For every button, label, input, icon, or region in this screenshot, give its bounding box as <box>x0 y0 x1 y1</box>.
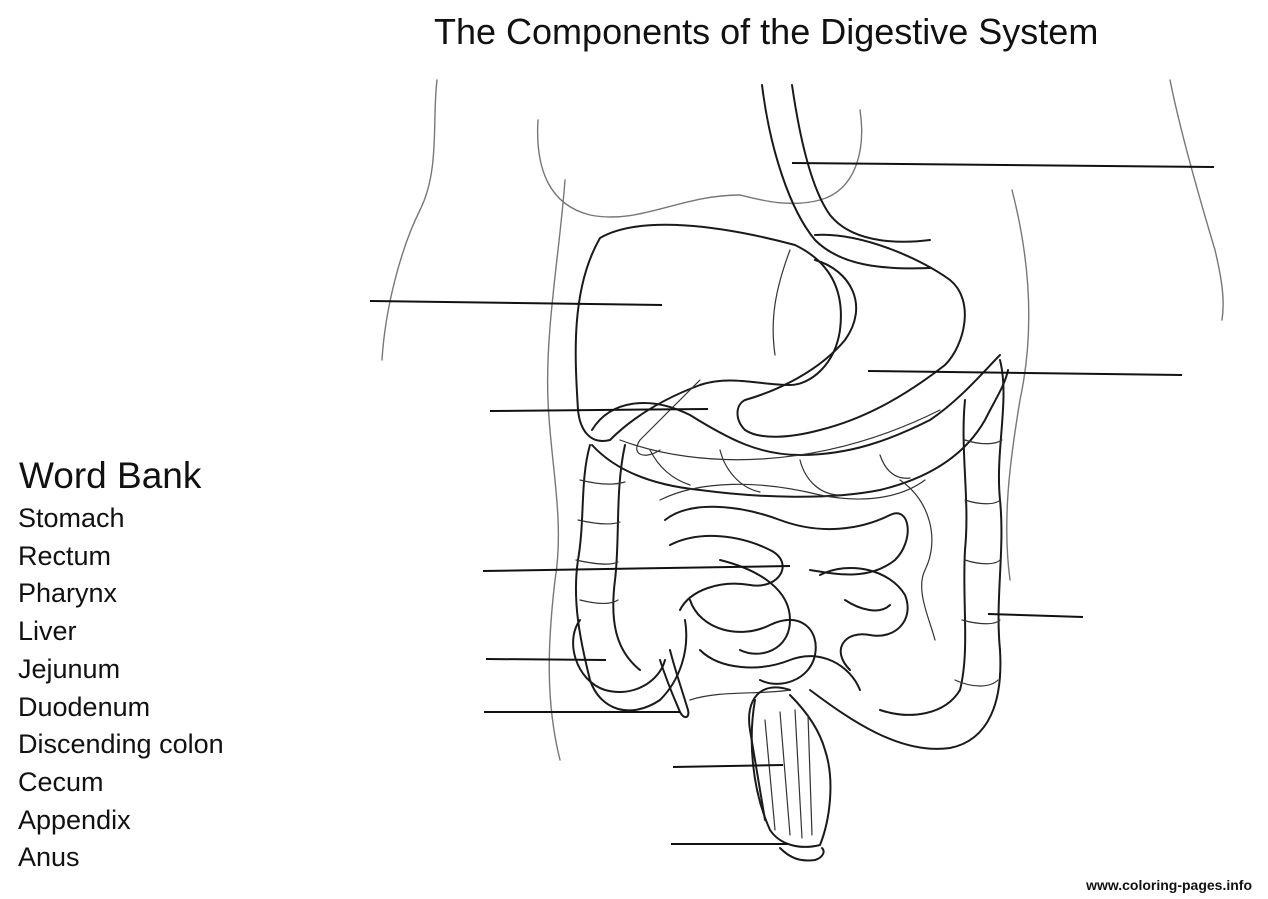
torso-outline <box>381 79 1224 761</box>
cecum-shape <box>572 619 666 693</box>
leader-line-descending-colon <box>987 613 1084 618</box>
leader-line-esophagus <box>791 162 1215 168</box>
word-bank: Word Bank Stomach Rectum Pharynx Liver J… <box>18 452 338 877</box>
word-bank-item: Cecum <box>18 766 104 797</box>
descending-colon <box>809 359 1005 750</box>
word-bank-heading: Word Bank <box>19 455 202 496</box>
diagram-title: The Components of the Digestive System <box>434 11 1099 52</box>
word-bank-item: Appendix <box>18 804 131 835</box>
leader-line-rectum <box>672 764 784 768</box>
ascending-colon <box>574 444 688 712</box>
leader-line-gallbladder <box>489 408 709 412</box>
leader-line-liver <box>369 300 663 306</box>
leader-line-cecum <box>485 658 607 661</box>
label-leader-lines <box>369 162 1215 845</box>
stomach-shape <box>736 233 966 438</box>
sigmoid-colon <box>748 686 791 821</box>
word-bank-item: Pharynx <box>18 578 118 609</box>
leader-line-stomach <box>867 370 1183 376</box>
word-bank-item: Rectum <box>18 540 112 571</box>
esophagus <box>761 84 931 270</box>
word-bank-item: Discending colon <box>18 729 224 760</box>
leader-line-small-intestine <box>482 565 791 572</box>
appendix-shape <box>659 649 690 718</box>
word-bank-item: Anus <box>18 842 80 873</box>
word-bank-item: Duodenum <box>18 691 151 722</box>
word-bank-item: Stomach <box>18 503 125 533</box>
word-bank-item: Jejunum <box>18 653 121 684</box>
word-bank-item: Liver <box>18 616 77 647</box>
small-intestine <box>659 479 936 701</box>
rectum-shape <box>750 694 832 848</box>
word-bank-list: Stomach Rectum Pharynx Liver Jejunum Duo… <box>18 500 338 877</box>
watermark: www.coloring-pages.info <box>1086 877 1252 893</box>
anus-shape <box>779 847 825 862</box>
